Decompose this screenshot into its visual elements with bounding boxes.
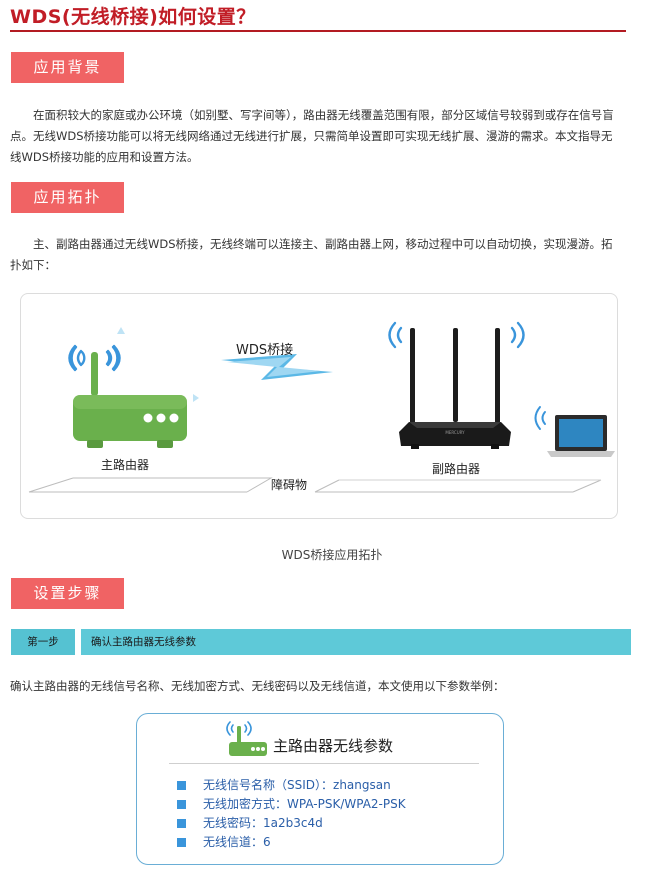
diagram-caption: WDS桥接应用拓扑 <box>281 548 383 562</box>
background-paragraph: 在面积较大的家庭或办公环境（如别墅、写字间等），路由器无线覆盖范围有限，部分区域… <box>10 108 614 164</box>
section-tag-background: 应用背景 <box>11 52 124 83</box>
sub-router-label: 副路由器 <box>432 462 481 476</box>
main-router-label: 主路由器 <box>101 458 150 472</box>
step-1-number: 第一步 <box>11 629 75 655</box>
page-title: WDS(无线桥接)如何设置？ <box>10 6 256 28</box>
topology-paragraph: 主、副路由器通过无线WDS桥接，无线终端可以连接主、副路由器上网，移动过程中可以… <box>10 237 613 272</box>
bullet-icon <box>177 819 186 828</box>
param-item-encryption: 无线加密方式：WPA-PSK/WPA2-PSK <box>177 795 406 814</box>
sub-router-brand: MERCURY <box>445 430 465 435</box>
main-router-icon <box>73 352 187 448</box>
section-tag-steps: 设置步骤 <box>11 578 124 609</box>
bullet-icon <box>177 838 186 847</box>
topology-diagram: MERCURY WDS桥接 主路由器 副路由器 障碍物 <box>20 293 618 519</box>
laptop-wifi-icon <box>534 406 546 430</box>
params-card-divider <box>169 763 479 764</box>
param-item-channel: 无线信道：6 <box>177 833 406 852</box>
sub-router-icon: MERCURY <box>399 328 511 449</box>
title-divider <box>10 30 626 32</box>
bullet-icon <box>177 781 186 790</box>
wds-bridge-icon <box>221 354 333 380</box>
obstacle-label: 障碍物 <box>271 478 308 492</box>
router-icon <box>226 721 267 756</box>
main-router-params-card: 主路由器无线参数 无线信号名称（SSID）：zhangsan 无线加密方式：WP… <box>136 713 504 865</box>
step-1-bar: 第一步 确认主路由器无线参数 <box>11 629 631 655</box>
step-1-paragraph: 确认主路由器的无线信号名称、无线加密方式、无线密码以及无线信道，本文使用以下参数… <box>10 679 505 693</box>
main-router-wifi-icon <box>70 345 119 371</box>
params-list: 无线信号名称（SSID）：zhangsan 无线加密方式：WPA-PSK/WPA… <box>177 776 406 852</box>
floor-lines <box>28 477 602 493</box>
section-tag-topology: 应用拓扑 <box>11 182 124 213</box>
laptop-icon <box>547 415 615 457</box>
step-1-title: 确认主路由器无线参数 <box>91 636 196 648</box>
param-item-ssid: 无线信号名称（SSID）：zhangsan <box>177 776 406 795</box>
param-item-password: 无线密码：1a2b3c4d <box>177 814 406 833</box>
sub-router-wifi-icon <box>388 321 525 349</box>
bullet-icon <box>177 800 186 809</box>
params-card-heading: 主路由器无线参数 <box>273 737 394 755</box>
wds-bridge-label: WDS桥接 <box>236 343 294 358</box>
